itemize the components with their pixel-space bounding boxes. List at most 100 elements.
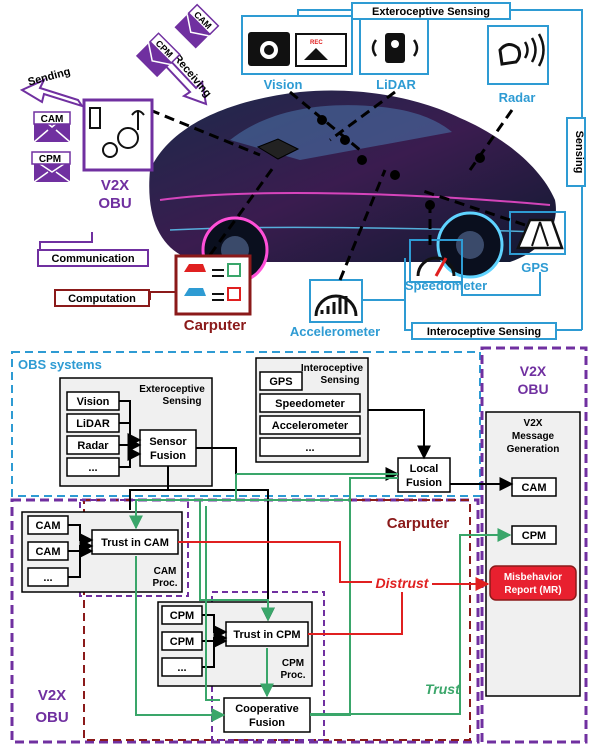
gen-cam-label: CAM xyxy=(521,482,546,494)
intero-title-2: Sensing xyxy=(321,375,360,386)
envelope-cam-sending: CAM xyxy=(33,111,71,143)
interoceptive-sensing-bracket: Interoceptive Sensing xyxy=(362,258,582,340)
cooperative-fusion-box xyxy=(223,697,311,733)
radar-sensor: Radar xyxy=(498,33,545,105)
green-flow-arrows xyxy=(129,473,512,722)
misbehavior-report-box xyxy=(489,565,577,601)
connection-dots xyxy=(317,115,485,210)
obs-systems-region xyxy=(11,351,481,497)
coop-fusion-label-2: Fusion xyxy=(249,717,285,729)
interoceptive-sensing-label: Interoceptive Sensing xyxy=(427,326,541,338)
distrust-label-bg xyxy=(372,574,432,592)
extero-more-label: ... xyxy=(88,462,97,474)
radar-box-label: Radar xyxy=(77,440,109,452)
local-fusion-label-1: Local xyxy=(410,463,439,475)
carputer-region xyxy=(83,499,471,741)
mr-label-2: Report (MR) xyxy=(504,585,561,596)
obu-label-left: OBU xyxy=(35,709,68,726)
speedometer-label: Speedometer xyxy=(405,278,487,293)
rec-label: REC xyxy=(310,40,323,46)
cpm-proc-group: CPM CPM ... Trust in CPM CPM Proc. xyxy=(157,601,313,687)
speedometer-sensor: Speedometer xyxy=(405,239,487,293)
extero-title-2: Sensing xyxy=(163,396,202,407)
cpm-proc-label-2: Proc. xyxy=(280,670,305,681)
v2x-obu-right-region xyxy=(480,346,588,744)
msg-gen-label-1: V2X xyxy=(524,418,543,429)
sensor-connection-lines xyxy=(149,90,526,281)
coop-fusion-label-1: Cooperative xyxy=(235,703,299,715)
obu-label-top: OBU xyxy=(98,195,131,212)
vision-label: Vision xyxy=(264,77,303,92)
interoceptive-sensing-group: Interoceptive Sensing GPS Speedometer Ac… xyxy=(255,357,369,463)
cam-in-label-3: ... xyxy=(43,572,52,584)
accelerometer-box-label: Accelerometer xyxy=(272,420,349,432)
distrust-label: Distrust xyxy=(376,575,430,591)
cam-proc-label-1: CAM xyxy=(154,566,177,577)
sensor-fusion-label-2: Fusion xyxy=(150,450,186,462)
msg-gen-label-2: Message xyxy=(512,431,555,442)
car-illustration xyxy=(149,90,556,284)
vision-sensor: REC Vision xyxy=(248,32,347,92)
computation-box: Computation xyxy=(54,289,176,307)
exteroceptive-sensing-label: Exteroceptive Sensing xyxy=(372,6,490,18)
computation-label: Computation xyxy=(68,293,136,305)
intero-more-box xyxy=(259,437,361,457)
lidar-box-label: LiDAR xyxy=(76,418,110,430)
v2x-obu-top: V2X OBU xyxy=(82,98,154,212)
carputer-label-bottom: Carputer xyxy=(387,515,450,532)
message-generation-group: V2X Message Generation CAM CPM Misbehavi… xyxy=(485,411,581,697)
speedometer-box-label: Speedometer xyxy=(275,398,345,410)
cpm-in-label-3: ... xyxy=(177,662,186,674)
speedometer-box xyxy=(259,393,361,413)
local-fusion-label-2: Fusion xyxy=(406,477,442,489)
carputer-label-top: Carputer xyxy=(184,317,247,334)
sensing-label: Sensing xyxy=(573,131,585,174)
accelerometer-label: Accelerometer xyxy=(290,324,380,339)
extero-title-1: Exteroceptive xyxy=(139,384,205,395)
gps-sensor: GPS xyxy=(509,211,566,275)
cam-proc-label-2: Proc. xyxy=(152,578,177,589)
cam-in-label-2: CAM xyxy=(35,546,60,558)
cpm-proc-label-1: CPM xyxy=(282,658,304,669)
communication-box: Communication xyxy=(37,232,149,267)
envelope-cam-receiving: CAM xyxy=(174,3,220,49)
trust-label: Trust xyxy=(425,681,461,697)
intero-more-label: ... xyxy=(305,442,314,454)
obs-systems-label: OBS systems xyxy=(18,357,102,372)
trust-in-cam-label: Trust in CAM xyxy=(101,537,169,549)
gps-label: GPS xyxy=(521,260,549,275)
radar-label: Radar xyxy=(499,90,536,105)
v2x-label-left: V2X xyxy=(38,687,66,704)
exteroceptive-sensing-bracket: Exteroceptive Sensing Sensing xyxy=(241,2,586,330)
vision-box-label: Vision xyxy=(77,396,110,408)
gen-cpm-label: CPM xyxy=(522,530,546,542)
sending-arrow: Sending xyxy=(19,66,85,108)
intero-title-1: Interoceptive xyxy=(301,363,364,374)
lidar-sensor: LiDAR xyxy=(371,33,419,92)
local-fusion-box xyxy=(397,457,451,493)
trust-in-cpm-label: Trust in CPM xyxy=(233,629,300,641)
accelerometer-box xyxy=(259,415,361,435)
carputer-top: Carputer xyxy=(174,254,252,334)
communication-label: Communication xyxy=(51,253,134,265)
cam-proc-group: CAM CAM ... Trust in CAM CAM Proc. xyxy=(21,511,183,593)
cam-envelope-label-1: CAM xyxy=(41,114,64,125)
exteroceptive-sensing-group: Exteroceptive Sensing Vision LiDAR Radar… xyxy=(59,377,213,487)
gps-box xyxy=(259,371,303,391)
gps-box-label: GPS xyxy=(269,376,292,388)
lidar-label: LiDAR xyxy=(376,77,416,92)
cpm-envelope-label-1: CPM xyxy=(39,154,61,165)
accelerometer-sensor: Accelerometer xyxy=(290,279,380,339)
msg-gen-label-3: Generation xyxy=(507,444,560,455)
sending-label: Sending xyxy=(27,66,72,89)
v2x-label-right: V2X xyxy=(520,363,547,379)
mr-label-1: Misbehavior xyxy=(504,572,562,583)
obu-label-right: OBU xyxy=(517,381,548,397)
sensor-fusion-label-1: Sensor xyxy=(149,436,187,448)
envelope-cpm-receiving: CPM xyxy=(135,32,181,78)
gen-cpm-box xyxy=(511,525,557,545)
cpm-in-label-1: CPM xyxy=(170,610,194,622)
cam-in-label-1: CAM xyxy=(35,520,60,532)
cpm-in-label-2: CPM xyxy=(170,636,194,648)
